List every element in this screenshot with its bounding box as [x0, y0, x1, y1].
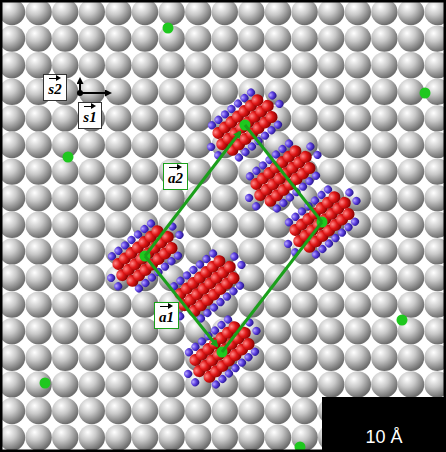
vector-label: s2 — [48, 78, 61, 97]
scale-label: 10 Å — [365, 427, 402, 448]
scale-bar: 10 Å — [322, 397, 446, 452]
lattice-vector-label: a2 — [163, 163, 188, 190]
vector-label: a2 — [168, 167, 183, 186]
axis-label: s2 — [43, 74, 67, 101]
lattice-vector-label: a1 — [154, 302, 179, 329]
vector-label: s1 — [83, 106, 96, 125]
vector-label: a1 — [159, 306, 174, 325]
axis-label: s1 — [78, 102, 102, 129]
